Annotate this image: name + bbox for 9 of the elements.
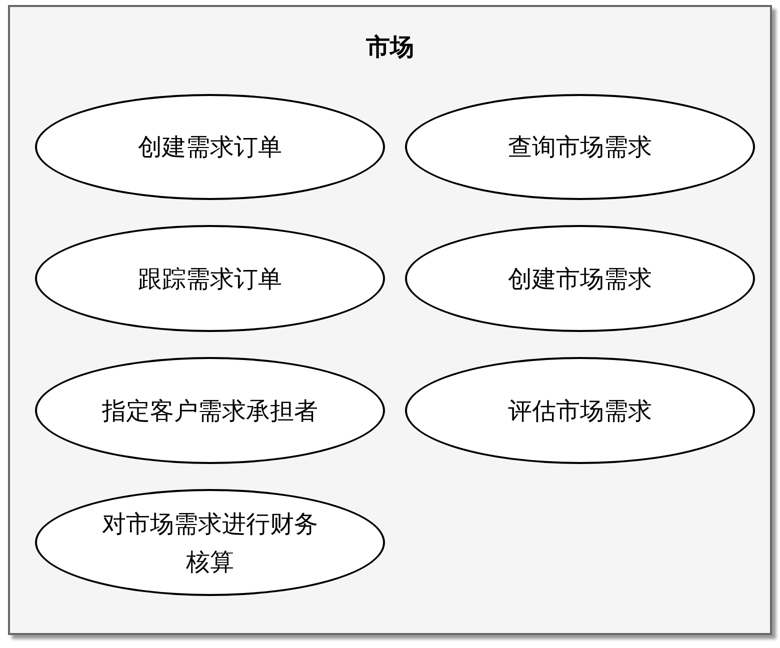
system-boundary-box [8, 5, 772, 635]
use-case-label: 查询市场需求 [508, 132, 652, 163]
use-case-label: 创建市场需求 [508, 264, 652, 294]
use-case-label: 评估市场需求 [508, 396, 652, 426]
boundary-title: 市场 [365, 32, 415, 63]
use-case-label: 创建需求订单 [138, 132, 282, 163]
use-case-label: 对市场需求进行财务核算 [101, 508, 319, 578]
use-case-label: 跟踪需求订单 [138, 264, 282, 294]
use-case-label: 指定客户需求承担者 [102, 396, 318, 426]
